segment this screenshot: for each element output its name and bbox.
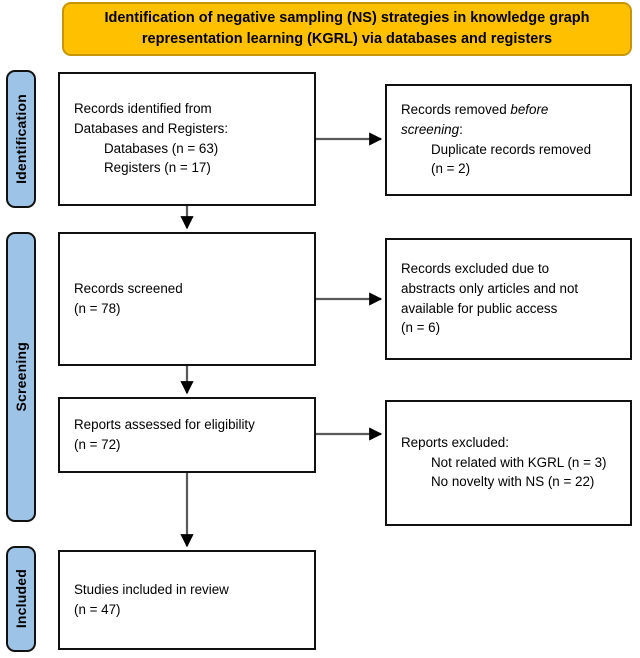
studies-included-count: (n = 47): [74, 601, 121, 617]
stage-label-identification: Identification: [6, 70, 36, 208]
box-records-removed: Records removed before screening: Duplic…: [385, 84, 632, 196]
box-reports-excluded: Reports excluded: Not related with KGRL …: [385, 400, 632, 526]
box-records-screened: Records screened (n = 78): [58, 232, 316, 366]
diagram-title-banner: Identification of negative sampling (NS)…: [62, 2, 632, 56]
records-identified-databases: Databases (n = 63): [104, 140, 219, 156]
records-removed-duplicates: Duplicate records removed: [431, 141, 592, 157]
records-excluded-line-1: Records excluded due to: [401, 261, 550, 276]
records-removed-heading-prefix: Records removed: [401, 102, 511, 117]
box-records-excluded-screening: Records excluded due to abstracts only a…: [385, 238, 632, 360]
stage-label-included-text: Included: [13, 569, 29, 629]
records-excluded-line-3: available for public access: [401, 300, 558, 316]
stage-label-identification-text: Identification: [13, 94, 29, 184]
records-removed-duplicates-count: (n = 2): [431, 161, 471, 177]
records-excluded-count: (n = 6): [401, 320, 441, 336]
records-removed-heading-suffix: :: [459, 121, 463, 137]
studies-included-heading: Studies included in review: [74, 581, 229, 597]
reports-excluded-no-novelty: No novelty with NS (n = 22): [431, 474, 595, 490]
reports-excluded-not-related: Not related with KGRL (n = 3): [431, 454, 607, 470]
reports-assessed-count: (n = 72): [74, 436, 121, 452]
reports-assessed-heading: Reports assessed for eligibility: [74, 416, 255, 432]
box-reports-assessed: Reports assessed for eligibility (n = 72…: [58, 397, 316, 473]
box-studies-included: Studies included in review (n = 47): [58, 550, 316, 650]
reports-excluded-heading: Reports excluded:: [401, 434, 509, 450]
records-identified-registers: Registers (n = 17): [104, 160, 211, 176]
records-screened-heading: Records screened: [74, 280, 183, 296]
box-records-identified: Records identified from Databases and Re…: [58, 72, 316, 206]
records-removed-heading-2: screening:: [401, 122, 616, 139]
diagram-title-line-2: representation learning (KGRL) via datab…: [141, 31, 553, 47]
stage-label-screening-text: Screening: [13, 342, 29, 412]
records-screened-count: (n = 78): [74, 300, 121, 316]
records-identified-heading-1: Records identified from: [74, 101, 212, 116]
records-removed-heading-italic-1: before: [510, 102, 549, 117]
diagram-title-line-1: Identification of negative sampling (NS)…: [104, 9, 590, 26]
stage-label-included: Included: [6, 546, 36, 652]
records-removed-heading-italic-2: screening: [401, 121, 460, 137]
records-removed-heading: Records removed before: [401, 102, 616, 119]
records-excluded-line-2: abstracts only articles and not: [401, 280, 579, 296]
records-identified-heading-2: Databases and Registers:: [74, 120, 229, 136]
stage-label-screening: Screening: [6, 232, 36, 522]
